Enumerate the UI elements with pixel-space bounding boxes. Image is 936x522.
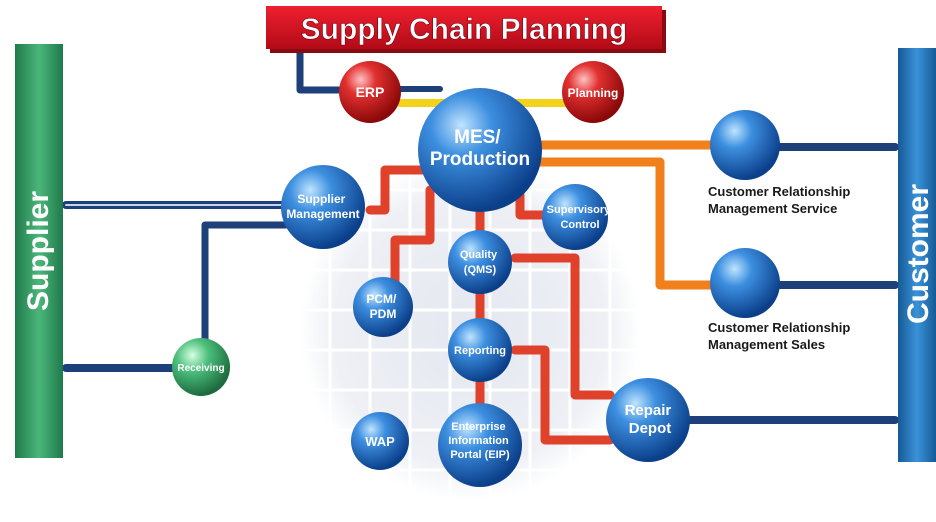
node-planning: Planning (562, 61, 624, 123)
svg-text:Repair Depot: Repair Depot (625, 402, 676, 437)
node-crm-service-label-2: Management Service (708, 201, 837, 216)
node-crm-sales-label-2: Management Sales (708, 337, 825, 352)
node-reporting-label: Reporting (454, 345, 506, 357)
node-planning-label: Planning (568, 86, 619, 100)
node-repair-label-1: Repair (625, 402, 672, 419)
node-receiving: Receiving (172, 338, 230, 396)
node-receiving-label: Receiving (177, 363, 224, 374)
node-supervisory-label-1: Supervisory (547, 204, 611, 216)
node-reporting: Reporting (448, 318, 512, 382)
node-eip-label-2: Information (448, 435, 509, 447)
node-erp-label: ERP (356, 84, 385, 100)
svg-text:Enterprise Information: Enterprise Information Portal (EIP) (448, 421, 512, 461)
node-erp: ERP (339, 61, 401, 123)
node-crm-sales-label-1: Customer Relationship (708, 320, 850, 335)
node-quality-label-2: (QMS) (464, 264, 497, 276)
node-eip: Enterprise Information Portal (EIP) (438, 403, 522, 487)
supplier-bar: Supplier (15, 44, 63, 458)
node-pcm-label-2: PDM (370, 307, 397, 321)
node-mes-production: MES/ Production (418, 88, 542, 212)
node-crm-sales: Customer Relationship Management Sales (708, 248, 854, 352)
page-title: Supply Chain Planning (301, 13, 628, 46)
node-mes-label-1: MES/ (454, 127, 501, 148)
svg-text:MES/ Production: MES/ Production (430, 127, 530, 170)
node-supervisory-control: Supervisory Control (542, 184, 614, 250)
customer-bar: Customer (898, 48, 936, 462)
node-crm-service-label-1: Customer Relationship (708, 184, 850, 199)
supplier-bar-label: Supplier (22, 191, 55, 311)
node-crm-service: Customer Relationship Management Service (708, 110, 854, 216)
node-mes-label-2: Production (430, 149, 530, 170)
node-eip-label-3: Portal (EIP) (450, 449, 510, 461)
svg-text:Supervisory Control: Supervisory Control (547, 204, 614, 231)
svg-text:PCM/ PDM: PCM/ PDM (366, 292, 399, 321)
node-pcm-pdm: PCM/ PDM (353, 277, 413, 337)
svg-text:Supplier Management: Supplier Management (286, 192, 359, 221)
node-supplier-management: Supplier Management (281, 165, 365, 249)
node-pcm-label-1: PCM/ (366, 292, 397, 306)
node-wap: WAP (351, 412, 409, 470)
node-supervisory-label-2: Control (560, 219, 599, 231)
node-quality-qms: Quality (QMS) (448, 230, 512, 294)
node-eip-label-1: Enterprise (451, 421, 505, 433)
node-quality-label-1: Quality (460, 249, 498, 261)
svg-text:Quality (QMS): Quality (QMS) (460, 249, 500, 276)
node-wap-label: WAP (365, 434, 395, 449)
customer-bar-label: Customer (902, 184, 935, 324)
svg-text:Customer Relationship Ma: Customer Relationship Management Sales (708, 320, 854, 352)
svg-text:Customer Relationship Ma: Customer Relationship Management Service (708, 184, 854, 216)
node-repair-label-2: Depot (629, 420, 672, 437)
title-banner: Supply Chain Planning (266, 6, 666, 53)
node-supplier-mgmt-label-1: Supplier (297, 192, 345, 206)
node-supplier-mgmt-label-2: Management (286, 207, 359, 221)
node-repair-depot: Repair Depot (606, 378, 690, 462)
